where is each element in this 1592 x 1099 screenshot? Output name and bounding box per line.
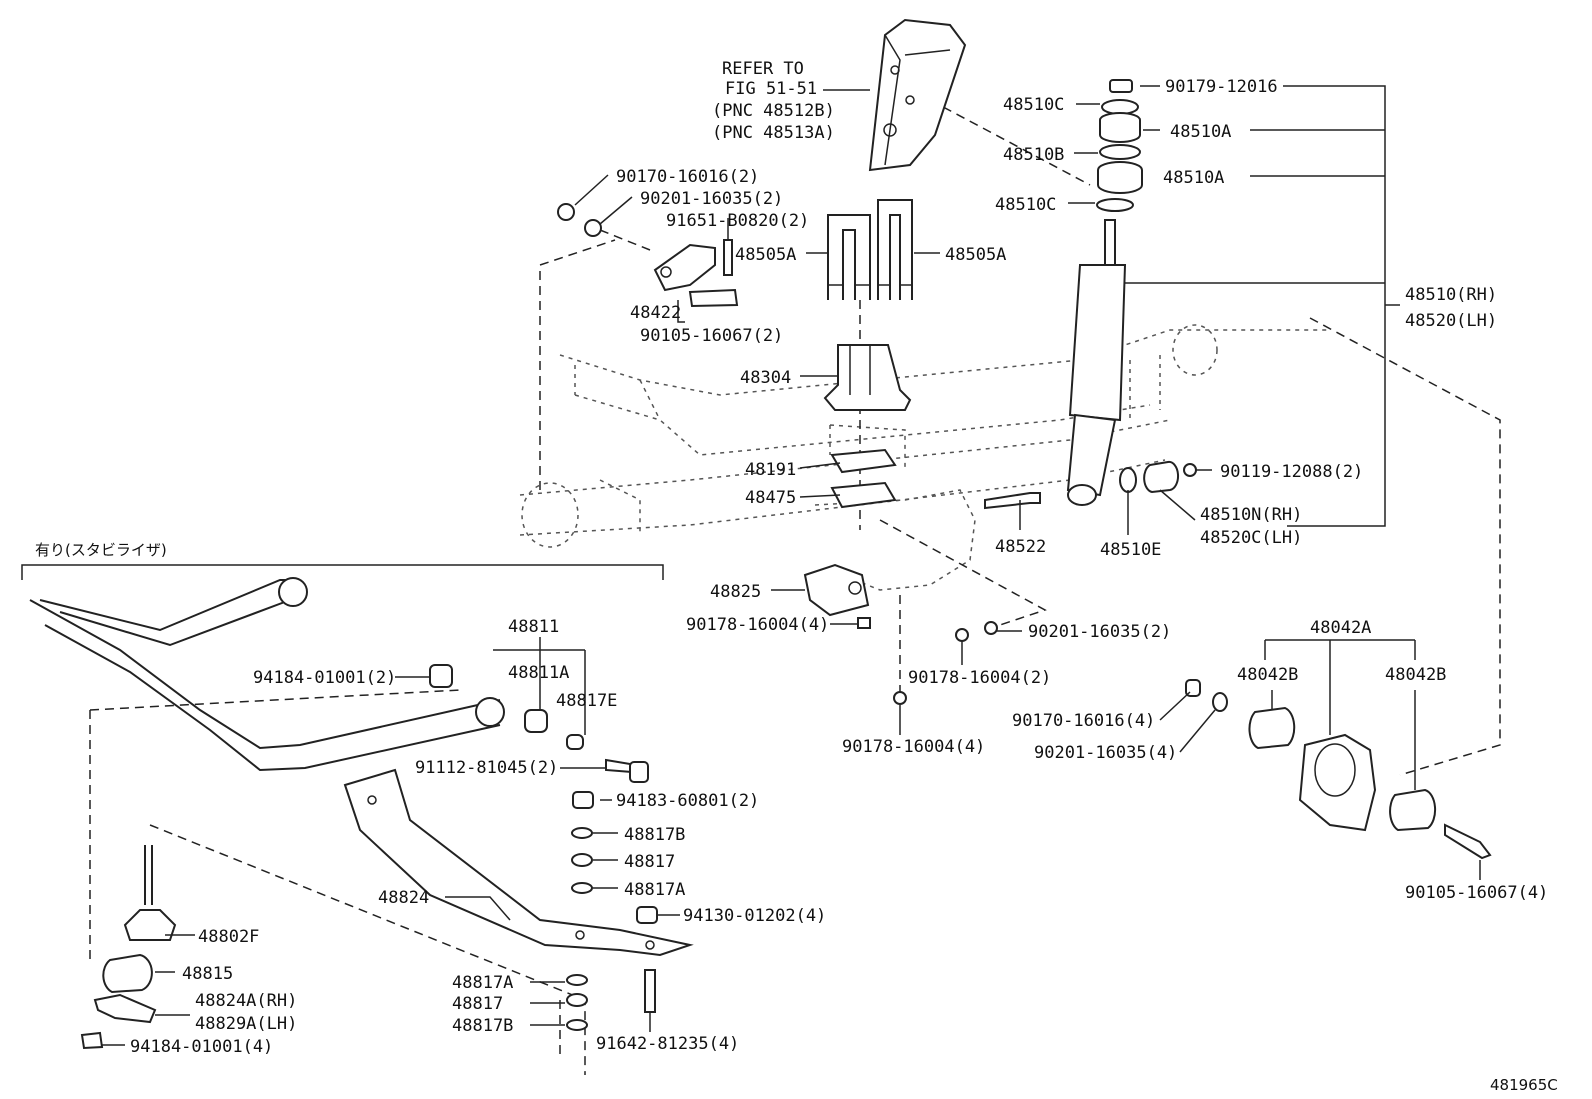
label-48817B-bottom[interactable]: 48817B [452,1016,513,1036]
refer-line-2: FIG 51-51 [725,79,817,99]
u-bolts[interactable] [827,199,913,300]
label-90179-12016[interactable]: 90179-12016 [1165,77,1278,97]
spring-pads[interactable] [830,448,897,509]
label-48825[interactable]: 48825 [710,582,761,602]
label-90170-16016-top[interactable]: 90170-16016(2) [616,167,759,187]
refer-line-4: (PNC 48513A) [712,123,835,143]
label-48304[interactable]: 48304 [740,368,791,388]
group-label-stabilizer: 有り(スタビライザ) [35,541,167,559]
frame-phantom [519,324,1330,591]
label-48510N-rh[interactable]: 48510N(RH) [1200,505,1302,525]
label-48824[interactable]: 48824 [378,888,429,908]
label-48422[interactable]: 48422 [630,303,681,323]
figure-id: 481965C [1490,1076,1558,1094]
label-48817B-top[interactable]: 48817B [624,825,685,845]
label-94130-01202[interactable]: 94130-01202(4) [683,906,826,926]
label-90178-16004-c[interactable]: 90178-16004(4) [842,737,985,757]
label-90201-16035-right[interactable]: 90201-16035(4) [1034,743,1177,763]
label-48817-top[interactable]: 48817 [624,852,675,872]
label-91651-b0820[interactable]: 91651-B0820(2) [666,211,809,231]
label-48505A-right[interactable]: 48505A [945,245,1006,265]
label-91642-81235[interactable]: 91642-81235(4) [596,1034,739,1054]
callout-labels: REFER TO FIG 51-51 (PNC 48512B) (PNC 485… [35,59,1558,1094]
label-48829A-lh[interactable]: 48829A(LH) [195,1014,297,1034]
label-94184-01001-bottom[interactable]: 94184-01001(4) [130,1037,273,1057]
bracket-refer-fig-51-51[interactable] [868,18,967,172]
label-48817A-top[interactable]: 48817A [624,880,685,900]
shackle-plate-48422[interactable] [557,203,739,308]
shock-cushion-stack[interactable] [1096,79,1143,212]
label-48042B-right[interactable]: 48042B [1385,665,1446,685]
label-94183-60801[interactable]: 94183-60801(2) [616,791,759,811]
label-48505A-left[interactable]: 48505A [735,245,796,265]
label-48520C-lh[interactable]: 48520C(LH) [1200,528,1302,548]
label-48824A-rh[interactable]: 48824A(RH) [195,991,297,1011]
stabilizer-link[interactable] [80,845,177,1050]
label-90119-12088[interactable]: 90119-12088(2) [1220,462,1363,482]
assembly-dashed-lines [89,99,1501,1075]
stabilizer-small-parts[interactable] [429,664,658,1031]
shock-lower-bushings[interactable] [984,460,1197,510]
label-48815[interactable]: 48815 [182,964,233,984]
label-48191[interactable]: 48191 [745,460,796,480]
label-90105-16067-top[interactable]: 90105-16067(2) [640,326,783,346]
shock-absorber[interactable] [1066,219,1127,506]
bushing-assembly-48042[interactable] [1248,706,1492,860]
label-48510B[interactable]: 48510B [1003,145,1064,165]
label-48811[interactable]: 48811 [508,617,559,637]
stabilizer-bar[interactable] [29,577,505,772]
leader-lines [21,85,1481,1046]
label-91112-81045[interactable]: 91112-81045(2) [415,758,558,778]
label-48042B-left[interactable]: 48042B [1237,665,1298,685]
refer-line-1: REFER TO [722,59,804,79]
label-90170-16016-right[interactable]: 90170-16016(4) [1012,711,1155,731]
label-48510A-2[interactable]: 48510A [1163,168,1224,188]
label-48811A[interactable]: 48811A [508,663,569,683]
crossmember-48824[interactable] [343,768,694,957]
label-48510E[interactable]: 48510E [1100,540,1161,560]
label-90105-16067-right[interactable]: 90105-16067(4) [1405,883,1548,903]
label-48802F[interactable]: 48802F [198,927,259,947]
label-90178-16004-b[interactable]: 90178-16004(2) [908,668,1051,688]
label-48522[interactable]: 48522 [995,537,1046,557]
label-48510A-top[interactable]: 48510A [1170,122,1231,142]
label-48520-lh[interactable]: 48520(LH) [1405,311,1497,331]
spring-bumper-48304[interactable] [823,344,912,411]
label-48817A-bottom[interactable]: 48817A [452,973,513,993]
refer-line-3: (PNC 48512B) [712,101,835,121]
label-94184-01001-top[interactable]: 94184-01001(2) [253,668,396,688]
label-48475[interactable]: 48475 [745,488,796,508]
bracket-48825[interactable] [803,563,871,629]
label-90201-16035-top[interactable]: 90201-16035(2) [640,189,783,209]
label-48042A[interactable]: 48042A [1310,618,1371,638]
label-48817E[interactable]: 48817E [556,691,617,711]
label-48510C-top[interactable]: 48510C [1003,95,1064,115]
label-90178-16004-a[interactable]: 90178-16004(4) [686,615,829,635]
label-48510-rh[interactable]: 48510(RH) [1405,285,1497,305]
label-48510C-2[interactable]: 48510C [995,195,1056,215]
label-90201-16035-mid[interactable]: 90201-16035(2) [1028,622,1171,642]
label-48817-bottom[interactable]: 48817 [452,994,503,1014]
